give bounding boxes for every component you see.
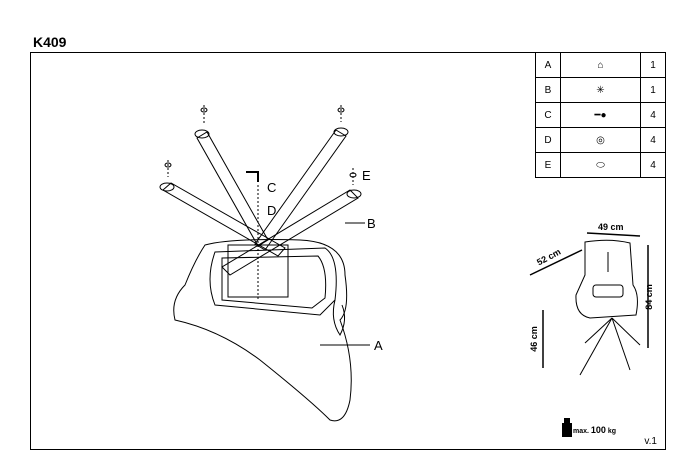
table-row: B✳1 — [535, 77, 666, 103]
part-letter: A — [535, 52, 561, 78]
max-load-prefix: max. — [573, 428, 589, 435]
part-letter: E — [535, 152, 561, 178]
version-label: v.1 — [644, 436, 657, 447]
part-letter: C — [535, 102, 561, 128]
max-load-unit: kg — [607, 428, 617, 435]
part-qty: 4 — [640, 102, 666, 128]
dimension-arrows — [529, 232, 649, 368]
part-qty: 4 — [640, 152, 666, 178]
screw-icon: ━● — [560, 102, 641, 128]
seat-height-dimension: 46 cm — [528, 326, 539, 352]
part-qty: 1 — [640, 52, 666, 78]
diagram-frame — [30, 52, 666, 450]
callout-a: A — [374, 338, 383, 353]
table-row: A⌂1 — [535, 52, 666, 78]
base-legs-drawing — [159, 105, 362, 300]
washer-icon: ◎ — [560, 127, 641, 153]
model-title: K409 — [33, 34, 67, 50]
height-dimension: 84 cm — [643, 284, 654, 310]
max-load-value: 100 — [590, 425, 606, 435]
foot-pad-icon: ⬭ — [560, 152, 641, 178]
max-load: max. 100 kg — [573, 425, 616, 435]
part-qty: 4 — [640, 127, 666, 153]
callout-leaders — [320, 222, 370, 346]
parts-table: A⌂1 B✳1 C━●4 D◎4 E⬭4 — [535, 52, 666, 178]
part-letter: D — [535, 127, 561, 153]
table-row: E⬭4 — [535, 152, 666, 178]
callout-e: E — [362, 168, 371, 183]
callout-d: D — [267, 203, 277, 218]
weight-icon — [562, 418, 572, 437]
callout-b: B — [367, 216, 376, 231]
width-dimension: 49 cm — [598, 222, 624, 232]
callout-c: C — [267, 180, 277, 195]
part-letter: B — [535, 77, 561, 103]
seat-icon: ⌂ — [560, 52, 641, 78]
part-qty: 1 — [640, 77, 666, 103]
table-row: C━●4 — [535, 102, 666, 128]
base-icon: ✳ — [560, 77, 641, 103]
table-row: D◎4 — [535, 127, 666, 153]
seat-shell-drawing — [173, 239, 352, 422]
chair-outline-drawing — [575, 239, 641, 376]
